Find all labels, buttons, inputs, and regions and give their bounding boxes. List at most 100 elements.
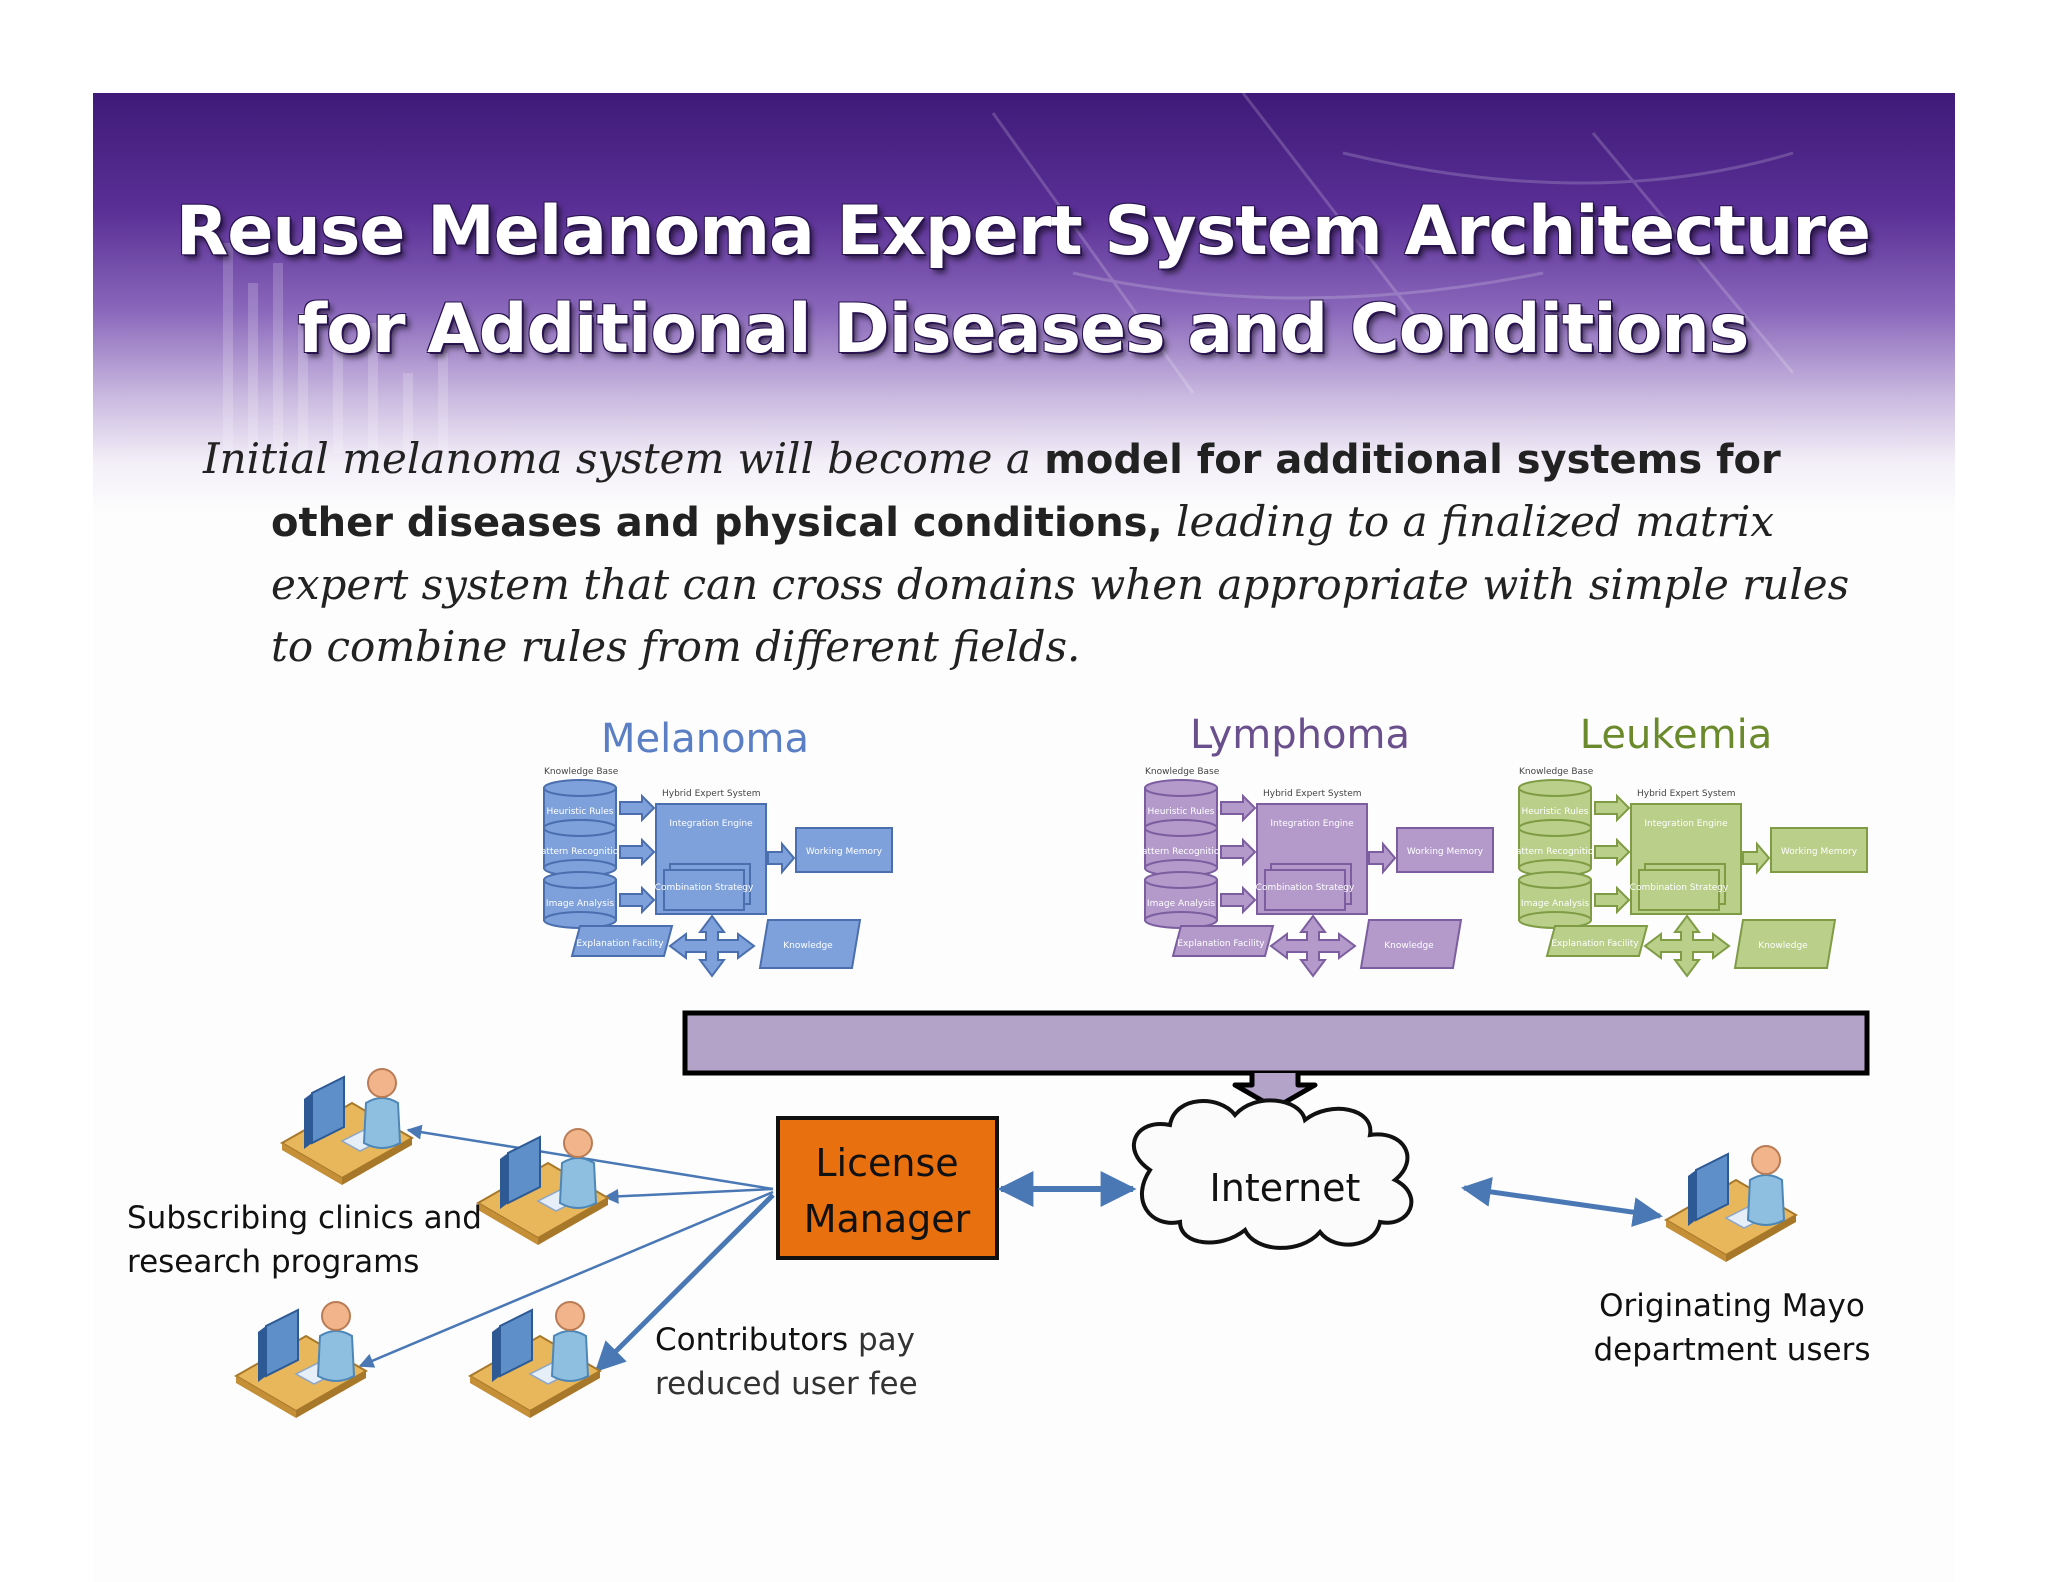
image-db-label: Image Analysis — [546, 899, 614, 909]
memory-arrow — [767, 841, 796, 875]
internet-cloud — [1131, 1098, 1414, 1250]
explanation-box — [570, 925, 674, 957]
subscribers-caption-2: research programs — [127, 1244, 419, 1280]
hybrid-title: Hybrid Expert System — [1637, 789, 1736, 799]
explanation-label: Explanation Facility — [1551, 939, 1639, 949]
originating-user-workstation — [1664, 1145, 1798, 1262]
acquisition-box — [1733, 919, 1837, 969]
acquisition-label: Knowledge — [1384, 941, 1434, 951]
desk-edge-right — [1726, 1215, 1796, 1262]
internet-label: Internet — [1210, 1166, 1361, 1210]
pattern-db-label: Pattern Recognition — [1511, 847, 1599, 857]
kb-arrow-1 — [619, 837, 656, 867]
image-db-label: Image Analysis — [1147, 899, 1215, 909]
person-body — [558, 1157, 598, 1209]
person-body — [1746, 1174, 1786, 1226]
kb-arrow-1 — [1220, 837, 1257, 867]
person-head — [367, 1068, 397, 1098]
person-body — [316, 1330, 356, 1382]
title-banner: Reuse Melanoma Expert System Architectur… — [93, 93, 1955, 513]
originating-caption-1: Originating Mayo — [1599, 1288, 1865, 1324]
hybrid-title: Hybrid Expert System — [1263, 789, 1362, 799]
desk-edge-left — [470, 1376, 530, 1418]
subscribers-caption-1: Subscribing clinics and — [127, 1200, 482, 1236]
pattern-db-top — [543, 819, 617, 837]
image-db-top — [1144, 871, 1218, 889]
acquisition-label: Knowledge — [783, 941, 833, 951]
kb-arrow-2 — [1594, 885, 1631, 915]
desk-edge-left — [478, 1203, 538, 1245]
desk-edge-left — [282, 1143, 342, 1185]
person-body — [362, 1097, 402, 1149]
subscriber-workstation-2 — [476, 1128, 610, 1245]
pattern-db-top — [1144, 819, 1218, 837]
person-head — [563, 1128, 593, 1158]
monitor-side — [492, 1326, 500, 1382]
acquisition-label: Knowledge — [1758, 941, 1808, 951]
memory-label: Working Memory — [1407, 847, 1484, 857]
contributors-caption-2: reduced user fee — [655, 1366, 918, 1402]
kb-arrow-2 — [1220, 885, 1257, 915]
shared-platform-bar — [682, 1010, 1870, 1076]
explanation-box — [1545, 925, 1649, 957]
working-memory — [1396, 827, 1494, 873]
body-tail: leading to a finalized matrix expert sys… — [271, 497, 1850, 671]
pattern-db-label: Pattern Recognition — [1137, 847, 1225, 857]
hybrid-title: Hybrid Expert System — [662, 789, 761, 799]
working-memory — [795, 827, 893, 873]
integration-label: Integration Engine — [669, 819, 753, 829]
license-manager-label-1: License — [815, 1141, 958, 1185]
combination-label: Combination Strategy — [1256, 883, 1355, 893]
acquisition-box — [758, 919, 862, 969]
kb-arrow-0 — [619, 793, 656, 823]
four-way-arrow — [1269, 914, 1357, 978]
contributor-workstation — [468, 1301, 602, 1418]
monitor-side — [500, 1153, 508, 1209]
combination-label: Combination Strategy — [655, 883, 754, 893]
contributors-caption-1: Contributors pay — [655, 1322, 915, 1358]
person-body — [550, 1330, 590, 1382]
memory-arrow — [1368, 841, 1397, 875]
explanation-label: Explanation Facility — [1177, 939, 1265, 949]
monitor-side — [1688, 1170, 1696, 1226]
system-label-leukemia: Leukemia — [1580, 712, 1772, 758]
person-head — [321, 1301, 351, 1331]
banner-texture — [223, 93, 1795, 453]
memory-arrow — [1742, 841, 1771, 875]
desk-edge-right — [342, 1138, 412, 1185]
license-manager-box — [776, 1116, 999, 1260]
monitor-side — [258, 1326, 266, 1382]
memory-label: Working Memory — [1781, 847, 1858, 857]
subscriber-workstation-1 — [280, 1068, 414, 1185]
user-workstations — [234, 1068, 1798, 1418]
monitor-side — [304, 1093, 312, 1149]
image-db-top — [543, 871, 617, 889]
body-bold: model for additional systems for other d… — [271, 437, 1781, 546]
working-memory — [1770, 827, 1868, 873]
connection-arrows — [358, 1124, 1663, 1373]
kb-arrow-0 — [1220, 793, 1257, 823]
memory-label: Working Memory — [806, 847, 883, 857]
combination-label: Combination Strategy — [1630, 883, 1729, 893]
system-label-melanoma: Melanoma — [601, 716, 809, 762]
desk-edge-right — [296, 1371, 366, 1418]
explanation-box — [1171, 925, 1275, 957]
acquisition-box — [1359, 919, 1463, 969]
rules-db-top — [543, 779, 617, 797]
person-head — [1751, 1145, 1781, 1175]
desk-edge-right — [530, 1371, 600, 1418]
subscriber-workstation-3 — [234, 1301, 368, 1418]
rules-db-top — [1144, 779, 1218, 797]
desk-edge-left — [1666, 1220, 1726, 1262]
rules-db-top — [1518, 779, 1592, 797]
desk-edge-left — [236, 1376, 296, 1418]
person-head — [555, 1301, 585, 1331]
kb-arrow-1 — [1594, 837, 1631, 867]
pattern-db-label: Pattern Recognition — [536, 847, 624, 857]
four-way-arrow — [668, 914, 756, 978]
four-way-arrow — [1643, 914, 1731, 978]
